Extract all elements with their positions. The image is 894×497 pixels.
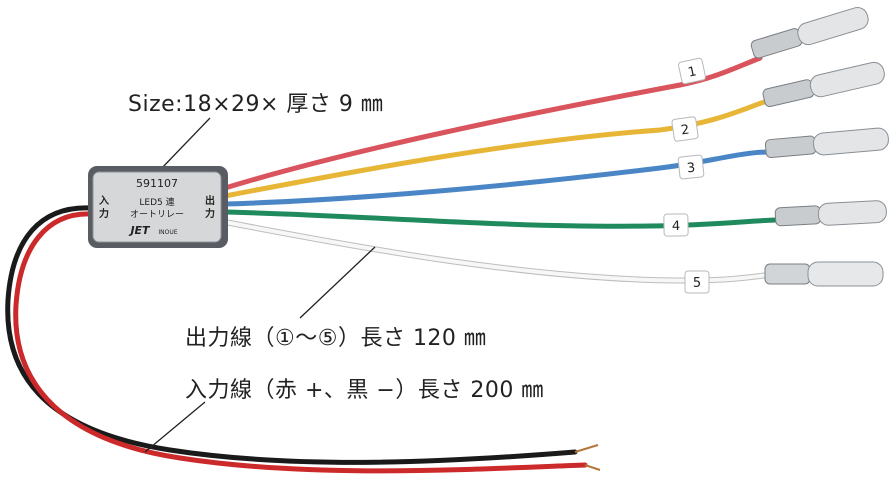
wire-tag-3: 3	[677, 154, 705, 180]
terminals	[750, 6, 889, 287]
input-wires	[5, 205, 601, 474]
terminal-4	[774, 200, 887, 227]
terminal-2	[762, 61, 885, 108]
svg-text:1: 1	[687, 64, 698, 80]
output-wire-4	[222, 209, 783, 229]
output-label-char-1: 出	[205, 194, 215, 207]
svg-text:5: 5	[693, 276, 701, 291]
part-number: 591107	[136, 177, 178, 190]
stripped-wire-ends	[574, 444, 601, 471]
svg-text:3: 3	[686, 161, 696, 177]
input-wire-caption: 入力線（赤 +、黒 −）長さ 200 ㎜	[185, 378, 544, 403]
terminal-3	[764, 127, 889, 159]
wire-tag-4: 4	[663, 213, 689, 237]
output-wires	[222, 55, 783, 284]
input-label-char-1: 入	[99, 195, 109, 207]
output-label-char-2: 力	[205, 207, 215, 220]
output-wire-1	[222, 55, 763, 191]
wire-tag-1: 1	[678, 57, 706, 85]
output-wire-2	[222, 97, 773, 199]
brand-logo: JET	[128, 224, 151, 237]
input-leader-line	[144, 401, 206, 453]
svg-text:4: 4	[672, 219, 681, 234]
output-wire-5	[223, 220, 770, 283]
leader-lines	[144, 117, 376, 453]
input-wire-red	[13, 211, 588, 474]
relay-box: 591107 入 力 出 力 LED5 連 オートリレー JET INOUE	[88, 166, 228, 248]
input-label-char-2: 力	[99, 207, 109, 220]
device-name-line-2: オートリレー	[130, 209, 184, 220]
size-leader-line	[159, 117, 211, 171]
svg-text:2: 2	[680, 122, 690, 138]
terminal-5	[764, 261, 884, 287]
wire-tag-5: 5	[684, 270, 710, 294]
output-wire-caption: 出力線（①〜⑤）長さ 120 ㎜	[185, 326, 487, 351]
brand-logo-suffix: INOUE	[158, 229, 177, 236]
wire-tag-2: 2	[671, 116, 699, 142]
device-name-line-1: LED5 連	[139, 196, 174, 208]
terminal-1	[750, 6, 869, 59]
output-wire-3	[222, 149, 773, 207]
size-caption: Size:18×29× 厚さ 9 ㎜	[128, 92, 384, 117]
output-leader-line	[299, 246, 376, 319]
wire-tags: 1 2 3 4 5	[663, 57, 710, 294]
relay-box-label	[92, 171, 222, 243]
